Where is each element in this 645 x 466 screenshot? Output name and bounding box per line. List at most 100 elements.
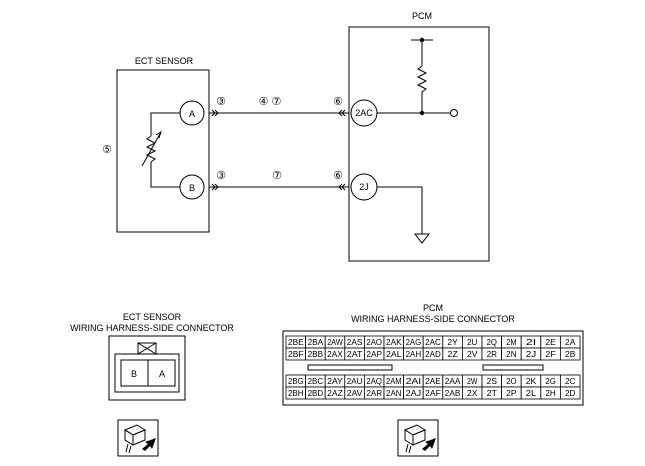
pcm-pin-label: 2AN — [386, 389, 402, 398]
pcm-pin-label: 2G — [545, 377, 555, 386]
pcm-pin-label: 2AF — [425, 389, 441, 398]
pcm-pin-label: 2Z — [447, 350, 458, 359]
pcm-pin-label: 2BE — [288, 338, 304, 347]
pcm-connector-cell — [560, 347, 581, 361]
pcm-pin-label: 2AO — [366, 338, 382, 347]
pcm-pin-label: 2BG — [288, 377, 304, 386]
pcm-terminal-2j-label: 2J — [359, 182, 369, 192]
pcm-pin-label: 2AI — [406, 377, 422, 386]
pcm-connector-key-left — [307, 364, 393, 371]
pcm-pin-label: 2AT — [347, 350, 363, 359]
pcm-pin-label: 2AA — [445, 377, 461, 386]
pcm-connector-cell — [560, 386, 581, 400]
pcm-pin-label: 2AU — [347, 377, 363, 386]
note-a-mid: ④ ⑦ — [259, 96, 282, 108]
pcm-pin-label: 2I — [526, 338, 536, 347]
pcm-pin-label: 2AJ — [406, 389, 422, 398]
pcm-pin-label: 2AS — [347, 338, 363, 347]
junction-dot-mid — [419, 110, 425, 116]
connector-view-icon — [397, 419, 439, 457]
pcm-pin-label: 2AB — [445, 389, 461, 398]
pcm-pin-label: 2AL — [386, 350, 402, 359]
pcm-pin-label: 2S — [487, 377, 497, 386]
ect-pin-a: A — [159, 369, 165, 379]
pcm-pin-label: 2K — [526, 377, 537, 386]
pcm-pin-label: 2AY — [327, 377, 343, 386]
pcm-terminal-2ac-label: 2AC — [355, 108, 373, 118]
pcm-pin-label: 2BH — [288, 389, 304, 398]
pcm-pin-label: 2AK — [386, 338, 402, 347]
pcm-pin-label: 2B — [565, 350, 575, 359]
pcm-pin-label: 2AH — [406, 350, 422, 359]
pcm-pin-label: 2N — [506, 350, 517, 359]
pcm-pin-label: 2P — [506, 389, 516, 398]
pcm-pin-label: 2M — [506, 338, 517, 347]
ect-connector-title-line1: ECT SENSOR — [123, 312, 182, 322]
pcm-box — [348, 26, 490, 262]
pcm-pin-label: 2AM — [386, 377, 402, 386]
pcm-pin-label: 2T — [487, 389, 498, 398]
pcm-pin-label: 2AQ — [366, 377, 382, 386]
wire-a — [209, 109, 349, 117]
pcm-pin-label: 2BD — [308, 389, 324, 398]
pcm-pin-label: 2BC — [308, 377, 324, 386]
ect-connector-title-line2: WIRING HARNESS-SIDE CONNECTOR — [70, 323, 234, 333]
pcm-pin-label: 2Y — [447, 338, 458, 347]
ect-sensor-label: ECT SENSOR — [135, 56, 194, 66]
pcm-pin-label: 2AC — [425, 338, 441, 347]
terminal-a-label: A — [189, 109, 195, 119]
pcm-pin-label: 2H — [545, 389, 556, 398]
pcm-pin-label: 2AP — [366, 350, 382, 359]
pcm-pin-label: 2D — [565, 389, 576, 398]
pcm-pin-label: 2AD — [425, 350, 441, 359]
ground-circuit — [377, 186, 431, 244]
thermistor-symbol — [141, 112, 180, 188]
pcm-pullup-circuit — [377, 39, 458, 117]
pcm-pin-label: 2E — [545, 338, 555, 347]
pcm-pin-label: 2AV — [347, 389, 363, 398]
pcm-pin-label: 2R — [487, 350, 498, 359]
ect-sensor-box — [116, 69, 210, 233]
pcm-pin-label: 2U — [467, 338, 478, 347]
terminal-a-circle — [179, 100, 205, 126]
pcm-pin-label: 2BA — [308, 338, 324, 347]
note-a-pcm: ⑥ — [333, 96, 343, 108]
pcm-connector-frame — [282, 330, 584, 406]
pcm-label: PCM — [412, 11, 432, 21]
pcm-pin-label: 2AE — [425, 377, 441, 386]
ect-connector-face — [108, 335, 186, 401]
pcm-pin-label: 2BB — [308, 350, 324, 359]
pcm-pin-label: 2BF — [288, 350, 304, 359]
pcm-pin-label: 2O — [506, 377, 516, 386]
pcm-connector-title-line2: WIRING HARNESS-SIDE CONNECTOR — [351, 314, 515, 324]
pcm-pin-label: 2W — [467, 377, 478, 386]
pcm-pin-label: 2J — [526, 350, 536, 359]
wire-b — [209, 183, 349, 191]
ect-pin-b: B — [131, 369, 137, 379]
pcm-pin-label: 2V — [467, 350, 478, 359]
pcm-connector-key-right — [482, 364, 544, 371]
pcm-pin-label: 2AR — [366, 389, 382, 398]
terminal-b-label: B — [189, 183, 195, 193]
pcm-pin-label: 2AX — [327, 350, 343, 359]
note-b-mid: ⑦ — [272, 170, 282, 182]
note-a-side: ③ — [216, 96, 226, 108]
junction-dot-top — [419, 37, 425, 43]
pcm-pin-label: 2AZ — [327, 389, 343, 398]
pcm-connector-title-line1: PCM — [423, 303, 443, 313]
pcm-pin-label: 2Q — [487, 338, 497, 347]
pcm-pin-label: 2AW — [327, 338, 343, 347]
terminal-b-circle — [179, 174, 205, 200]
pcm-pin-label: 2A — [565, 338, 576, 347]
pcm-pin-label: 2F — [545, 350, 556, 359]
note-b-side: ③ — [216, 170, 226, 182]
pcm-pin-label: 2C — [565, 377, 576, 386]
pcm-pin-label: 2L — [526, 389, 537, 398]
pcm-pin-label: 2AG — [406, 338, 422, 347]
note-b-pcm: ⑥ — [333, 170, 343, 182]
pcm-pin-label: 2X — [467, 389, 478, 398]
connector-view-icon — [117, 419, 159, 457]
note-sensor-side: ⑤ — [102, 144, 112, 156]
